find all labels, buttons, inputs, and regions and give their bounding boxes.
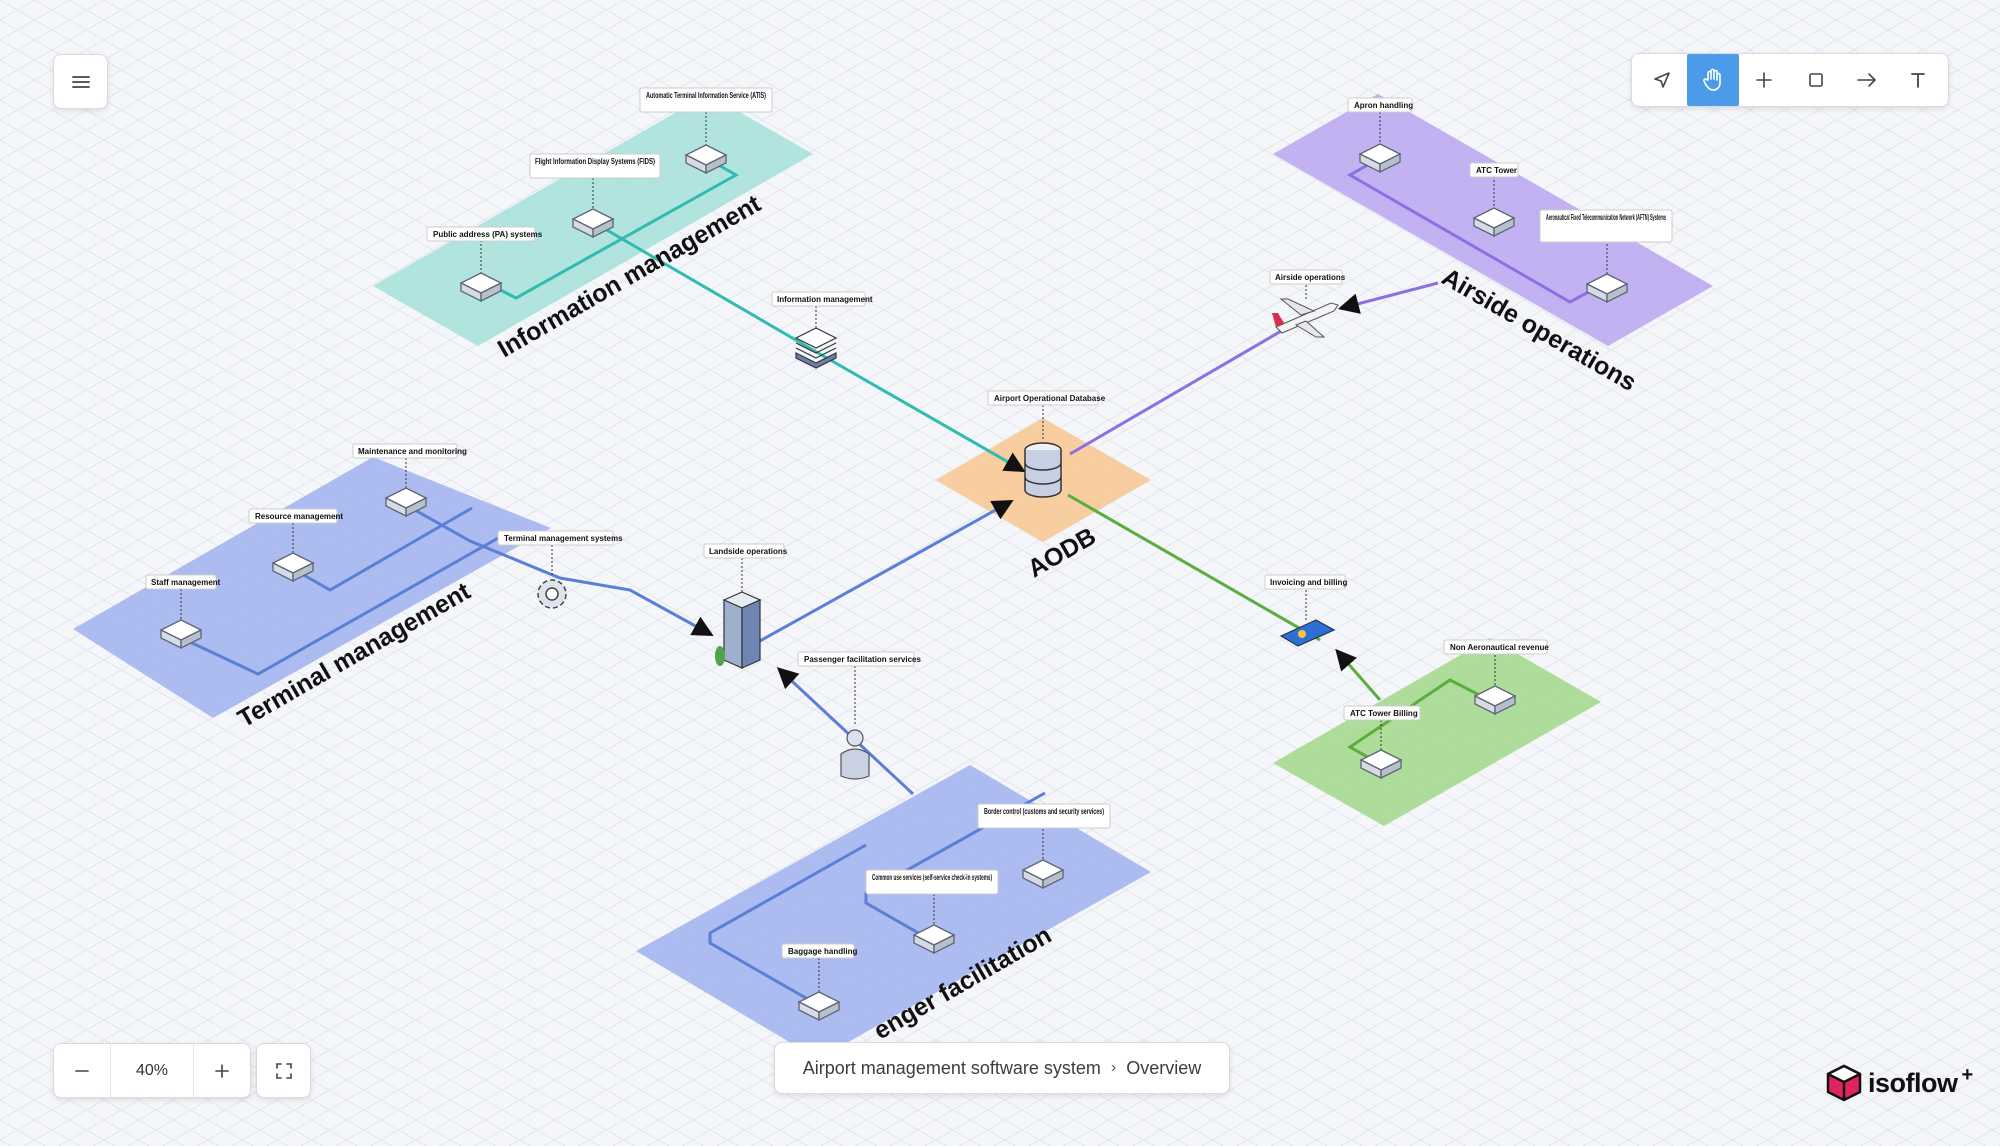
- stacked-layers-icon[interactable]: [794, 327, 838, 369]
- info-to-aodb-connector[interactable]: [812, 348, 1026, 473]
- label-baggage: Baggage handling: [781, 943, 857, 959]
- label-landside: Landside operations: [703, 543, 788, 559]
- label-invoicing: Invoicing and billing: [1264, 574, 1347, 590]
- label-maintenance: Maintenance and monitoring: [352, 443, 467, 459]
- label-common-use: Common use services (self-service check-…: [865, 869, 999, 895]
- plus-icon: [1756, 72, 1773, 88]
- leader-lines: [180, 112, 1608, 995]
- minus-icon: [75, 1069, 89, 1072]
- billing-to-aodb-connector[interactable]: [1067, 493, 1321, 642]
- label-passenger-services: Passenger facilitation services: [797, 651, 922, 667]
- connector-tool-button[interactable]: [1841, 54, 1892, 106]
- fit-to-screen-button[interactable]: [256, 1043, 311, 1098]
- label-atc-tower-text: ATC Tower: [1476, 166, 1517, 175]
- zoom-in-button[interactable]: [194, 1044, 250, 1097]
- gear-icon[interactable]: [537, 579, 567, 609]
- pointer-arrow-icon: [1653, 72, 1670, 88]
- label-apron: Apron handling: [1347, 97, 1413, 113]
- airside-zone-to-plane[interactable]: [1337, 281, 1439, 314]
- label-staff: Staff management: [145, 574, 221, 590]
- label-atc-tower: ATC Tower: [1469, 162, 1519, 178]
- text-tool-button[interactable]: [1893, 54, 1944, 106]
- node-labels: Automatic Terminal Information Service (…: [145, 87, 1673, 959]
- label-non-aero-text: Non Aeronautical revenue: [1450, 643, 1549, 652]
- label-invoicing-text: Invoicing and billing: [1270, 578, 1347, 587]
- logo-wordmark: isoflow: [1868, 1067, 1958, 1098]
- isoflow-logo: isoflow +: [1824, 1063, 1973, 1103]
- label-terminal-sys-text: Terminal management systems: [504, 534, 623, 543]
- landside-to-aodb-connector[interactable]: [739, 499, 1014, 654]
- hand-icon: [1703, 68, 1721, 91]
- label-common-use-text: Common use services (self-service check-…: [872, 873, 992, 882]
- label-pa-text: Public address (PA) systems: [433, 230, 543, 239]
- arrow-right-icon: [1857, 73, 1876, 87]
- label-aftn: Aeronautical Fixed Telecommunication Net…: [1539, 209, 1673, 243]
- plus-icon: [215, 1063, 229, 1078]
- breadcrumb: Airport management software system › Ove…: [774, 1042, 1230, 1094]
- label-aodb-db: Airport Operational Database: [987, 390, 1106, 406]
- label-border-text: Border control (customs and security ser…: [984, 807, 1104, 816]
- billing-zone-to-card[interactable]: [1335, 648, 1382, 701]
- label-pa: Public address (PA) systems: [426, 226, 543, 242]
- label-atc-billing-text: ATC Tower Billing: [1350, 709, 1418, 718]
- passenger-zone-wiring: [708, 843, 867, 1007]
- rectangle-tool-button[interactable]: [1790, 54, 1841, 106]
- label-staff-text: Staff management: [151, 578, 221, 587]
- zone-passenger-facilitation[interactable]: [636, 765, 1151, 1059]
- terminal-to-landside-link: [405, 503, 714, 637]
- zone-billing[interactable]: [1273, 638, 1601, 826]
- label-apron-text: Apron handling: [1354, 101, 1413, 110]
- label-atis: Automatic Terminal Information Service (…: [639, 87, 773, 113]
- label-passenger-services-text: Passenger facilitation services: [804, 655, 922, 664]
- label-landside-text: Landside operations: [709, 547, 788, 556]
- label-airside-ops: Airside operations: [1269, 269, 1346, 285]
- label-border: Border control (customs and security ser…: [977, 803, 1111, 829]
- label-airside-ops-text: Airside operations: [1275, 273, 1346, 282]
- breadcrumb-separator: ›: [1110, 1059, 1117, 1076]
- label-non-aero: Non Aeronautical revenue: [1443, 639, 1549, 655]
- isoflow-cube-icon: [1826, 1064, 1862, 1102]
- terminal-zone-wiring: [172, 535, 501, 676]
- label-fids-text: Flight Information Display Systems (FIDS…: [535, 157, 655, 166]
- text-t-icon: [1911, 73, 1926, 88]
- building-icon[interactable]: [715, 591, 762, 669]
- label-info-mgmt-text: Information management: [777, 295, 873, 304]
- fids-to-info-link: [592, 220, 814, 352]
- passenger-to-landside-connector[interactable]: [776, 667, 915, 796]
- logo-plus: +: [1961, 1063, 1974, 1086]
- hamburger-menu-icon: [71, 75, 90, 88]
- zoom-controls: 40%: [53, 1043, 251, 1098]
- resource-wiring: [294, 506, 473, 592]
- square-icon: [1808, 73, 1823, 87]
- label-resource-text: Resource management: [255, 512, 343, 521]
- label-atc-billing: ATC Tower Billing: [1343, 705, 1421, 721]
- label-baggage-text: Baggage handling: [788, 947, 857, 956]
- fullscreen-icon: [275, 1062, 292, 1079]
- airside-to-aodb-connector[interactable]: [1069, 314, 1308, 456]
- label-aodb-db-text: Airport Operational Database: [994, 394, 1106, 403]
- pan-tool-button[interactable]: [1687, 54, 1739, 106]
- breadcrumb-project[interactable]: Airport management software system: [802, 1057, 1101, 1078]
- person-icon[interactable]: [840, 729, 870, 780]
- zone-terminal-management[interactable]: [73, 457, 551, 718]
- label-info-mgmt: Information management: [771, 291, 873, 307]
- common-use-wiring: [864, 791, 1046, 944]
- add-item-tool-button[interactable]: [1739, 54, 1790, 106]
- select-tool-button[interactable]: [1636, 54, 1687, 106]
- zoom-out-button[interactable]: [54, 1044, 110, 1097]
- label-resource: Resource management: [248, 508, 343, 524]
- menu-button[interactable]: [53, 54, 108, 109]
- toolbar: [1631, 53, 1949, 107]
- label-aftn-text: Aeronautical Fixed Telecommunication Net…: [1546, 213, 1666, 222]
- label-maintenance-text: Maintenance and monitoring: [358, 447, 467, 456]
- credit-card-icon[interactable]: [1279, 619, 1336, 647]
- airplane-icon[interactable]: [1272, 298, 1339, 338]
- database-icon[interactable]: [1024, 442, 1062, 498]
- zoom-level: 40%: [110, 1044, 194, 1097]
- label-fids: Flight Information Display Systems (FIDS…: [529, 153, 661, 179]
- breadcrumb-view[interactable]: Overview: [1126, 1057, 1202, 1078]
- label-terminal-sys: Terminal management systems: [497, 530, 623, 546]
- label-atis-text: Automatic Terminal Information Service (…: [646, 91, 766, 100]
